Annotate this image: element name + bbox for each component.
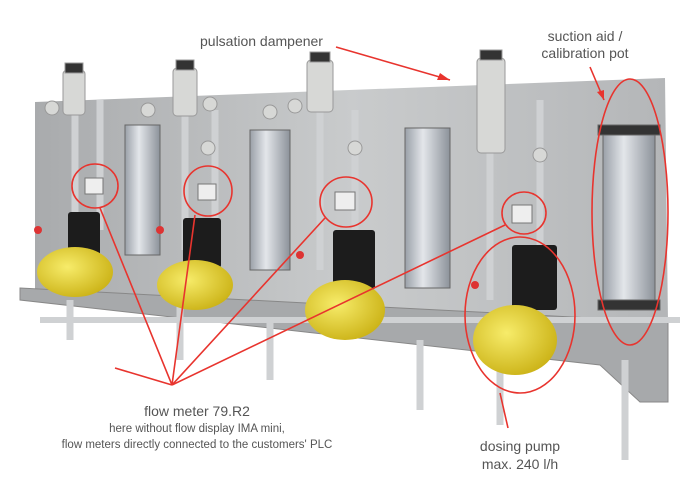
flow-meters (84, 177, 533, 224)
pulsation-dampener-label: pulsation dampener (200, 33, 323, 49)
flow-meter-note-line2: flow meters directly connected to the cu… (61, 439, 333, 451)
arrowhead (437, 73, 450, 80)
flow-meter-leader-lines (99, 207, 506, 386)
flow-meter-note-line1: here without flow display IMA mini, (109, 423, 285, 435)
pulsation-dampeners (44, 49, 548, 163)
flow-meter-circle-2 (183, 165, 233, 217)
annotation-marks (71, 46, 669, 429)
flow-meter-label: flow meter 79.R2 (144, 403, 250, 419)
suction-aid-label-line1: suction aid / (547, 28, 623, 44)
dosing-pump-leader (499, 392, 509, 429)
flow-meter-circle-3 (319, 176, 373, 228)
flow-meter-circle-1 (71, 163, 119, 209)
calibration-pot-circle (591, 78, 669, 346)
suction-aid-label-line2: calibration pot (541, 45, 629, 61)
pulsation-arrow (335, 46, 451, 81)
dosing-pump-label-line2: max. 240 l/h (481, 456, 559, 472)
arrowhead (597, 90, 604, 100)
calibration-cylinders (124, 124, 661, 311)
dosing-pump-circle (464, 236, 576, 394)
flow-meter-circle-4 (501, 191, 547, 235)
dosing-pump-label-line1: dosing pump (479, 438, 561, 454)
dosing-pumps (34, 212, 557, 375)
